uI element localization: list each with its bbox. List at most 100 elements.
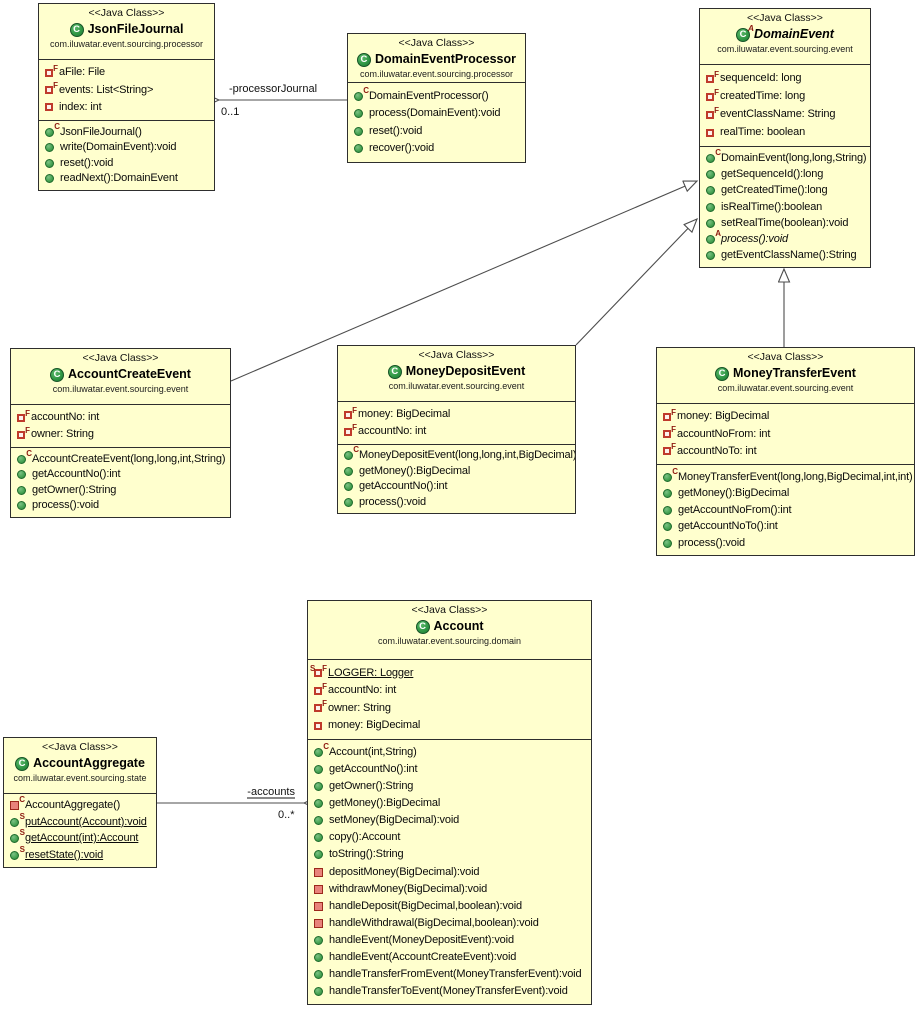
public-method-icon xyxy=(354,126,363,136)
public-method-icon xyxy=(45,158,54,168)
member-label: getMoney():BigDecimal xyxy=(359,464,471,477)
public-method-icon xyxy=(706,186,715,196)
class-MoneyDepositEvent[interactable]: <<Java Class>> C MoneyDepositEvent com.i… xyxy=(337,345,576,514)
class-Account[interactable]: <<Java Class>> C Account com.iluwatar.ev… xyxy=(307,600,592,1005)
class-icon: C xyxy=(715,366,730,381)
public-method-icon xyxy=(663,489,672,498)
method-row[interactable]: write(DomainEvent):void xyxy=(43,142,210,153)
public-method-icon: C xyxy=(354,86,369,101)
method-row[interactable]: recover():void xyxy=(352,143,521,154)
class-AccountCreateEvent[interactable]: <<Java Class>> C AccountCreateEvent com.… xyxy=(10,348,231,518)
method-row[interactable]: setMoney(BigDecimal):void xyxy=(312,815,587,826)
method-row[interactable]: getAccountNo():int xyxy=(15,469,226,480)
method-row[interactable]: withdrawMoney(BigDecimal):void xyxy=(312,883,587,895)
method-row[interactable]: depositMoney(BigDecimal):void xyxy=(312,866,587,878)
class-DomainEventProcessor[interactable]: <<Java Class>> C DomainEventProcessor co… xyxy=(347,33,526,163)
method-row[interactable]: getEventClassName():String xyxy=(704,249,866,261)
member-label: reset():void xyxy=(369,124,423,137)
method-row[interactable]: process():void xyxy=(661,536,910,549)
member-label: LOGGER: Logger xyxy=(328,666,414,679)
method-row[interactable]: handleTransferToEvent(MoneyTransferEvent… xyxy=(312,985,587,997)
method-row[interactable]: getOwner():String xyxy=(312,781,587,792)
member-label: accountNo: int xyxy=(328,684,397,697)
method-row[interactable]: reset():void xyxy=(352,124,521,137)
method-row[interactable]: readNext():DomainEvent xyxy=(43,173,210,184)
class-AccountAggregate[interactable]: <<Java Class>> C AccountAggregate com.il… xyxy=(3,737,157,868)
field-icon: F xyxy=(314,682,327,695)
method-row[interactable]: setRealTime(boolean):void xyxy=(704,217,866,229)
method-row[interactable]: copy():Account xyxy=(312,832,587,843)
association-label: -processorJournal xyxy=(229,83,317,95)
method-row[interactable]: getMoney():BigDecimal xyxy=(342,464,571,477)
method-row[interactable]: toString():String xyxy=(312,849,587,860)
method-row[interactable]: getAccountNoTo():int xyxy=(661,521,910,532)
public-method-icon xyxy=(314,952,323,962)
generalization-accountCreateEvent-domainEvent[interactable] xyxy=(230,181,697,382)
method-row[interactable]: getAccountNo():int xyxy=(312,764,587,775)
method-row[interactable]: getAccountNo():int xyxy=(342,481,571,492)
method-row[interactable]: getMoney():BigDecimal xyxy=(312,798,587,809)
class-MoneyTransferEvent[interactable]: <<Java Class>> C MoneyTransferEvent com.… xyxy=(656,347,915,556)
member-label: MoneyDepositEvent(long,long,int,BigDecim… xyxy=(359,449,575,462)
method-row[interactable]: handleTransferFromEvent(MoneyTransferEve… xyxy=(312,968,587,980)
public-method-icon xyxy=(45,143,54,153)
method-row[interactable]: handleEvent(AccountCreateEvent):void xyxy=(312,951,587,963)
class-header: <<Java Class>> C JsonFileJournal com.ilu… xyxy=(39,4,214,59)
field-row[interactable]: money: BigDecimal xyxy=(312,720,587,731)
member-label: events: List<String> xyxy=(59,83,154,96)
method-row[interactable]: isRealTime():boolean xyxy=(704,200,866,213)
field-row[interactable]: index: int xyxy=(43,101,210,113)
method-row[interactable]: getCreatedTime():long xyxy=(704,185,866,196)
method-row[interactable]: getAccountNoFrom():int xyxy=(661,504,910,516)
method-row[interactable]: process():void xyxy=(15,500,226,511)
stereotype: <<Java Class>> xyxy=(42,741,118,753)
member-label: process():void xyxy=(678,536,745,549)
public-method-icon: C xyxy=(17,449,32,464)
method-row[interactable]: handleDeposit(BigDecimal,boolean):void xyxy=(312,900,587,912)
method-row[interactable]: handleEvent(MoneyDepositEvent):void xyxy=(312,934,587,946)
class-header: <<Java Class>> C AccountAggregate com.il… xyxy=(4,738,156,793)
method-row[interactable]: getMoney():BigDecimal xyxy=(661,488,910,499)
generalization-moneyDepositEvent-domainEvent[interactable] xyxy=(575,219,697,346)
public-method-icon: A xyxy=(706,229,721,244)
member-label: isRealTime():boolean xyxy=(721,200,823,213)
stereotype: <<Java Class>> xyxy=(82,352,159,364)
field-row[interactable]: realTime: boolean xyxy=(704,127,866,138)
method-row[interactable]: getSequenceId():long xyxy=(704,169,866,180)
class-JsonFileJournal[interactable]: <<Java Class>> C JsonFileJournal com.ilu… xyxy=(38,3,215,191)
method-row[interactable]: getOwner():String xyxy=(15,483,226,496)
method-row[interactable]: reset():void xyxy=(43,157,210,169)
member-label: getOwner():String xyxy=(32,483,117,496)
method-row[interactable]: process():void xyxy=(342,496,571,508)
method-row[interactable]: handleWithdrawal(BigDecimal,boolean):voi… xyxy=(312,917,587,929)
method-row[interactable]: process(DomainEvent):void xyxy=(352,108,521,119)
